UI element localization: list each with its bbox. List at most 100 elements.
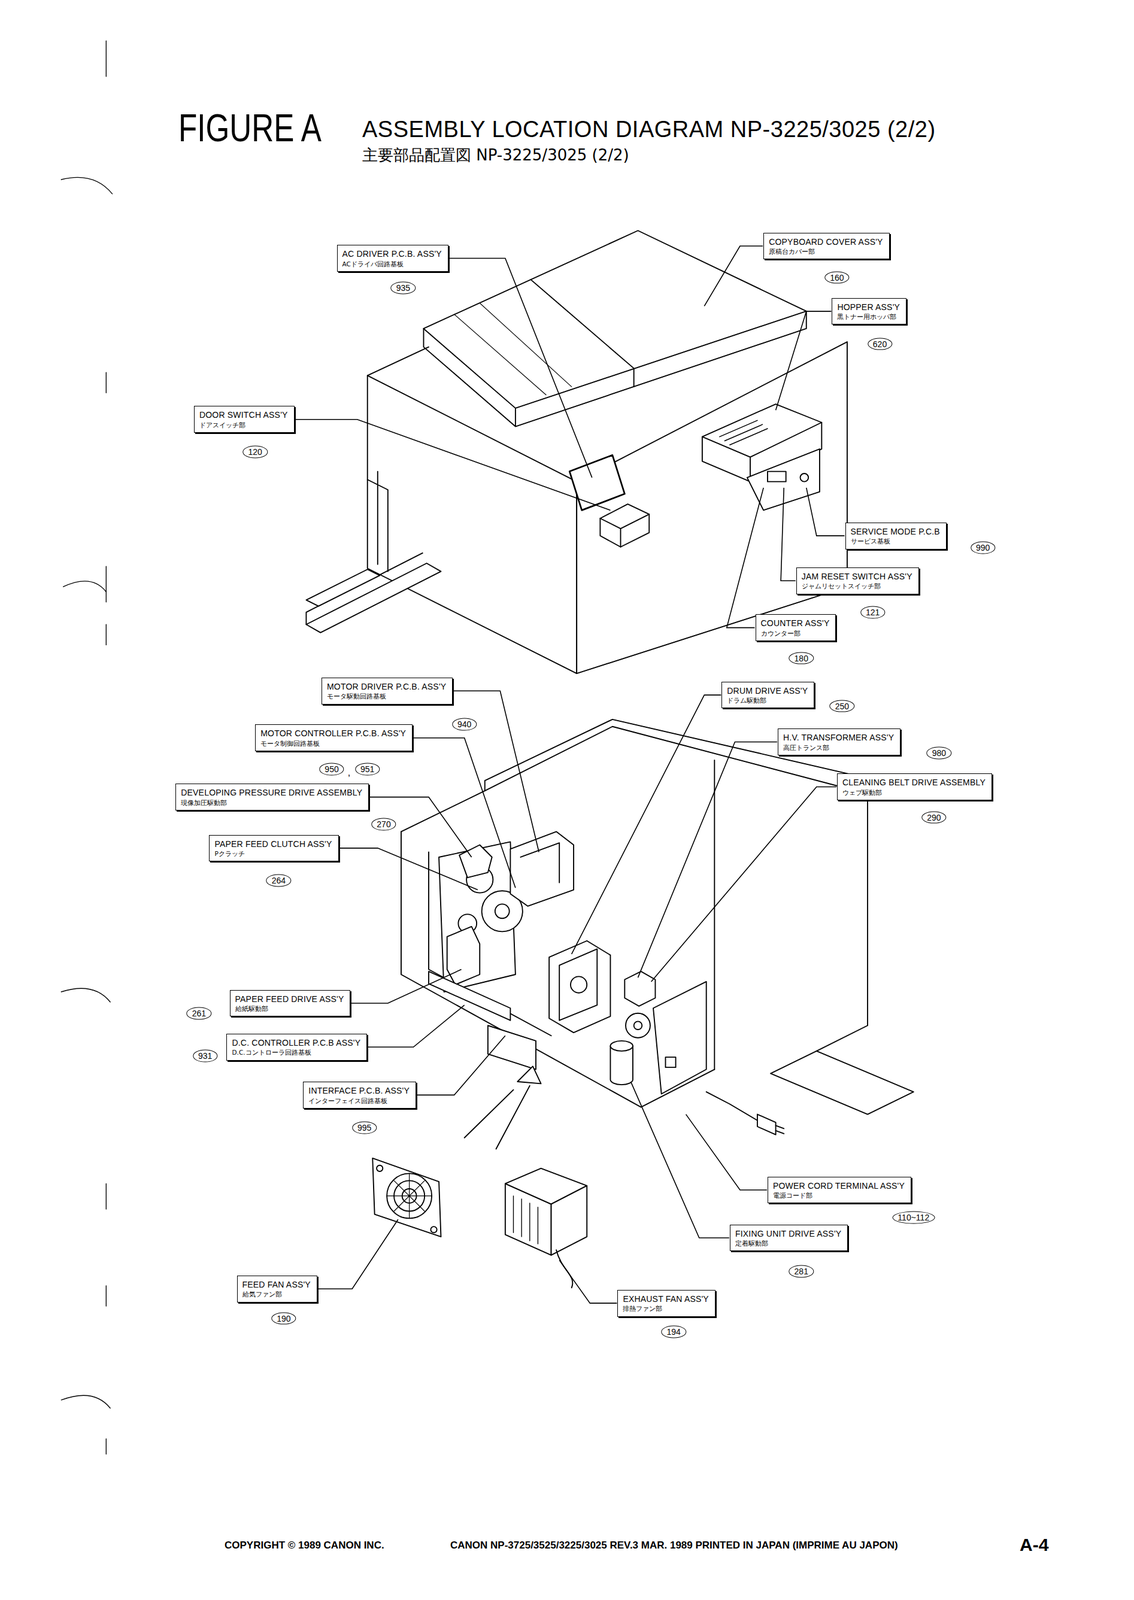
callout-box: DOOR SWITCH ASS'Yドアスイッチ部 <box>193 405 295 433</box>
leader-line <box>413 738 516 888</box>
callout-box: H.V. TRANSFORMER ASS'Y高圧トランス部 <box>777 728 901 756</box>
leader-line <box>453 690 539 852</box>
callout-box: INTERFACE P.C.B. ASS'Yインターフェイス回路基板 <box>302 1081 417 1109</box>
callout-box: FIXING UNIT DRIVE ASS'Y定着駆動部 <box>729 1225 848 1252</box>
footer-note: COPYRIGHT © 1989 CANON INC. <box>224 1539 385 1552</box>
callout-box: CLEANING BELT DRIVE ASSEMBLYウェブ駆動部 <box>837 773 993 801</box>
leader-line <box>559 1260 617 1304</box>
part-name: D.C. CONTROLLER P.C.B ASS'Y <box>231 1038 361 1049</box>
callout-box: PAPER FEED DRIVE ASS'Y給紙駆動部 <box>229 990 351 1018</box>
diagram-title: ASSEMBLY LOCATION DIAGRAM NP-3225/3025 (… <box>362 117 936 143</box>
part-name-ja: サービス基板 <box>850 537 941 546</box>
part-name-ja: 黒トナー用ホッパ部 <box>837 312 900 321</box>
callout-number: 281 <box>789 1265 814 1279</box>
part-name: AC DRIVER P.C.B. ASS'Y <box>342 249 442 260</box>
callout-number: 290 <box>921 811 946 824</box>
part-name-ja: ドラム駆動部 <box>726 696 808 705</box>
callout-box: EXHAUST FAN ASS'Y排熱ファン部 <box>617 1290 716 1318</box>
part-name: COPYBOARD COVER ASS'Y <box>768 237 883 248</box>
callout-number: 980 <box>926 747 952 760</box>
callout-number: 194 <box>661 1325 686 1339</box>
leader-line <box>449 258 593 478</box>
callout-box: JAM RESET SWITCH ASS'Yジャムリセットスイッチ部 <box>796 567 920 595</box>
footer-note: CANON NP-3725/3525/3225/3025 REV.3 MAR. … <box>450 1539 899 1552</box>
callout-number: 110~112 <box>892 1211 935 1224</box>
leader-line <box>571 695 722 955</box>
part-name-ja: D.C.コントローラ回路基板 <box>231 1048 361 1057</box>
leader-line <box>317 1219 399 1290</box>
part-name: DOOR SWITCH ASS'Y <box>199 410 288 421</box>
part-name: EXHAUST FAN ASS'Y <box>622 1294 709 1306</box>
leader-line <box>295 419 611 511</box>
callout-box: DRUM DRIVE ASS'Yドラム駆動部 <box>721 681 815 709</box>
callout-number: 935 <box>390 281 416 294</box>
callout-box: D.C. CONTROLLER P.C.B ASS'YD.C.コントローラ回路基… <box>226 1034 368 1061</box>
part-name-ja: ドアスイッチ部 <box>199 420 288 430</box>
callout-box: SERVICE MODE P.C.Bサービス基板 <box>845 522 947 550</box>
callout-box: POWER CORD TERMINAL ASS'Y電源コード部 <box>767 1177 912 1205</box>
leader-line <box>637 742 778 979</box>
leader-line <box>780 487 796 581</box>
leader-line <box>704 246 763 306</box>
callout-number: 180 <box>789 652 814 665</box>
callout-box: COUNTER ASS'Yカウンター部 <box>755 614 837 642</box>
part-name: DEVELOPING PRESSURE DRIVE ASSEMBLY <box>180 787 363 799</box>
callout-box: HOPPER ASS'Y黒トナー用ホッパ部 <box>831 298 907 326</box>
leader-line <box>369 797 472 858</box>
part-name-ja: 電源コード部 <box>772 1191 905 1200</box>
callout-box: DEVELOPING PRESSURE DRIVE ASSEMBLY現像加圧駆動… <box>175 783 369 811</box>
part-name-ja: モータ駆動回路基板 <box>326 692 447 701</box>
part-name-ja: ウェブ駆動部 <box>842 788 986 797</box>
part-name-ja: 高圧トランス部 <box>783 743 894 753</box>
leader-line <box>367 1005 465 1048</box>
callout-number: 990 <box>970 541 996 555</box>
leader-line <box>416 1035 506 1096</box>
part-name: POWER CORD TERMINAL ASS'Y <box>772 1181 905 1193</box>
leader-line <box>775 311 832 411</box>
leader-line <box>631 1081 730 1239</box>
callout-number: 264 <box>266 874 291 888</box>
leader-line <box>339 848 478 891</box>
callout-number: 250 <box>829 699 855 713</box>
callout-box: MOTOR CONTROLLER P.C.B. ASS'Yモータ制御回路基板 <box>255 724 413 752</box>
subtitle-ja: 主要部品配置図 NP-3225/3025 (2/2) <box>362 146 630 165</box>
callout-number: 121 <box>860 605 885 619</box>
leader-line <box>350 969 462 1004</box>
leader-line <box>651 787 837 982</box>
separator: , <box>347 767 351 779</box>
callout-number: 261 <box>186 1007 212 1020</box>
callout-number: 940 <box>452 718 477 732</box>
part-name: DRUM DRIVE ASS'Y <box>726 686 808 697</box>
part-name-ja: 給気ファン部 <box>242 1290 311 1299</box>
callout-number: 270 <box>371 818 396 832</box>
callout-number: 620 <box>867 337 893 351</box>
callout-box: MOTOR DRIVER P.C.B. ASS'Yモータ駆動回路基板 <box>321 677 453 705</box>
callout-box: AC DRIVER P.C.B. ASS'YACドライバ回路基板 <box>337 244 449 272</box>
part-name-ja: インターフェイス回路基板 <box>308 1096 410 1106</box>
part-name-ja: 排熱ファン部 <box>622 1304 709 1314</box>
part-name: FEED FAN ASS'Y <box>242 1280 311 1291</box>
part-name: JAM RESET SWITCH ASS'Y <box>801 571 913 583</box>
part-name: SERVICE MODE P.C.B <box>850 526 941 538</box>
callout-box: COPYBOARD COVER ASS'Y原稿台カバー部 <box>763 232 890 260</box>
part-name: PAPER FEED DRIVE ASS'Y <box>235 994 345 1006</box>
part-name-ja: Pクラッチ <box>214 849 332 858</box>
part-name-ja: ジャムリセットスイッチ部 <box>801 581 913 591</box>
part-name: MOTOR DRIVER P.C.B. ASS'Y <box>326 681 447 693</box>
leader-line <box>686 1114 767 1191</box>
part-name-ja: 定着駆動部 <box>735 1239 842 1248</box>
leader-line <box>726 487 764 629</box>
leader-line <box>806 487 845 536</box>
part-name: CLEANING BELT DRIVE ASSEMBLY <box>842 777 986 789</box>
part-name-ja: 現像加圧駆動部 <box>180 798 363 808</box>
part-name: H.V. TRANSFORMER ASS'Y <box>783 732 894 744</box>
callout-number: 160 <box>824 271 850 284</box>
callout-box: FEED FAN ASS'Y給気ファン部 <box>237 1275 318 1303</box>
part-name: MOTOR CONTROLLER P.C.B. ASS'Y <box>260 728 406 740</box>
callout-number: 120 <box>243 446 268 459</box>
part-name: PAPER FEED CLUTCH ASS'Y <box>214 839 332 851</box>
part-name-ja: 原稿台カバー部 <box>768 247 883 256</box>
part-name: FIXING UNIT DRIVE ASS'Y <box>735 1229 842 1240</box>
callout-number: 931 <box>192 1050 218 1063</box>
part-name: HOPPER ASS'Y <box>837 302 900 314</box>
